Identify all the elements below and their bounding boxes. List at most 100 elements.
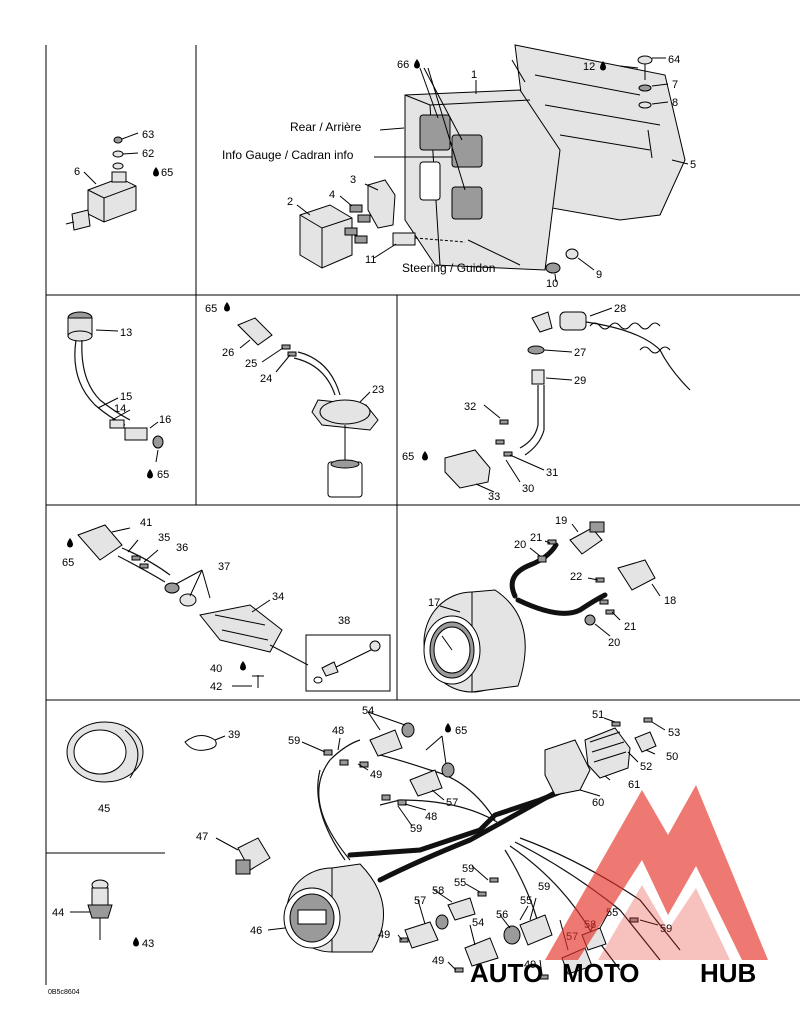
connector-58-55 [447, 877, 499, 921]
sealant-drop-icon [147, 469, 153, 479]
sensor-body-34 [199, 604, 283, 653]
module-61 [584, 727, 631, 779]
callout-59c: 59 [462, 863, 474, 875]
callout-19: 19 [555, 515, 567, 527]
callout-38: 38 [338, 615, 350, 627]
callout-8: 8 [672, 97, 678, 109]
callout-44: 44 [52, 907, 64, 919]
callout-21: 21 [530, 532, 542, 544]
module-2 [299, 204, 353, 269]
connector-3 [367, 179, 396, 229]
plug-11 [392, 232, 416, 246]
panel-sensor-34: 65 41 35 36 37 34 38 40 42 [62, 517, 391, 693]
callout-32: 32 [464, 401, 476, 413]
callout-28: 28 [614, 303, 626, 315]
callout-64: 64 [668, 54, 680, 66]
callout-51: 51 [592, 709, 604, 721]
diagram-code: 0B5c8604 [48, 989, 80, 996]
watermark-part-auto: AUTO [470, 958, 543, 988]
callout-30: 30 [522, 483, 534, 495]
connector-56 [503, 914, 553, 946]
callout-16: 16 [159, 414, 171, 426]
sealant-drop-icon [445, 723, 451, 733]
callout-39: 39 [228, 729, 240, 741]
callout-12: 12 [583, 61, 595, 73]
callout-5: 5 [690, 159, 696, 171]
callout-6: 6 [74, 166, 80, 178]
callout-52: 52 [640, 761, 652, 773]
panel-float-sensor-23: 65 26 25 24 23 [205, 302, 384, 498]
callout-17: 17 [428, 597, 440, 609]
terminals-24-25 [281, 344, 297, 357]
callout-20: 20 [514, 539, 526, 551]
callout-18: 18 [664, 595, 676, 607]
callout-65-harness: 65 [455, 725, 467, 737]
nut-9 [565, 248, 579, 260]
gauge-17-part [423, 589, 526, 693]
callout-61: 61 [628, 779, 640, 791]
callout-14: 14 [114, 403, 126, 415]
clip-39 [184, 735, 217, 751]
panel-gauge-cluster: Rear / Arrière Info Gauge / Cadran info … [222, 44, 696, 290]
callout-10: 10 [546, 278, 558, 290]
kit-38 [305, 634, 391, 692]
callout-15: 15 [120, 391, 132, 403]
callout-37: 37 [218, 561, 230, 573]
callout-40: 40 [210, 663, 222, 675]
callout-49: 49 [370, 769, 382, 781]
callout-48b: 48 [425, 811, 437, 823]
callout-59b: 59 [410, 823, 422, 835]
callout-55b: 55 [520, 895, 532, 907]
callout-54: 54 [362, 705, 374, 717]
cluster-housing-1 [404, 89, 561, 271]
connector-54-top [369, 722, 415, 757]
connector-60 [544, 739, 591, 796]
callout-66: 66 [397, 59, 409, 71]
callout-59: 59 [288, 735, 300, 747]
sealant-drop-icon [67, 538, 73, 548]
callout-49b: 49 [378, 929, 390, 941]
callout-21b: 21 [624, 621, 636, 633]
callout-33: 33 [488, 491, 500, 503]
callout-45: 45 [98, 803, 110, 815]
gauge-46-part [283, 863, 384, 953]
fasteners-12-64-7-8 [637, 55, 653, 159]
connector-19 [569, 521, 605, 555]
callout-11: 11 [365, 254, 376, 266]
connector-26 [237, 317, 273, 346]
callout-2: 2 [287, 196, 293, 208]
watermark-triangle-icon [545, 785, 768, 960]
callout-49c: 49 [432, 955, 444, 967]
callout-3: 3 [350, 174, 356, 186]
sensor-13-part [67, 311, 164, 449]
connector-33 [444, 449, 491, 489]
sensor-44 [87, 879, 113, 940]
watermark-wordmark: AUTO MOTO HUB [470, 958, 756, 988]
callout-53: 53 [668, 727, 680, 739]
panel-harness-46: 45 39 47 44 43 [52, 705, 681, 980]
sealant-drop-icon [422, 451, 428, 461]
connector-41 [77, 524, 123, 561]
float-body-23 [311, 399, 379, 498]
callout-41: 41 [140, 517, 152, 529]
callout-1: 1 [471, 69, 477, 81]
callout-60: 60 [592, 797, 604, 809]
label-rear: Rear / Arrière [290, 120, 362, 134]
sealant-drop-icon [153, 167, 159, 177]
callout-57b: 57 [414, 895, 426, 907]
callout-65b: 65 [157, 469, 169, 481]
watermark-part-moto: MOTO [562, 958, 640, 988]
panel-sensor-13: 13 15 14 16 65 [67, 311, 171, 481]
clips-4 [344, 204, 371, 244]
callout-24: 24 [260, 373, 272, 385]
callout-58: 58 [432, 885, 444, 897]
watermark-part-hub: HUB [700, 958, 756, 988]
connector-54-lower [464, 937, 499, 967]
callout-48: 48 [332, 725, 344, 737]
sealant-drop-icon [414, 59, 420, 69]
callout-29: 29 [574, 375, 586, 387]
callout-63: 63 [142, 129, 154, 141]
callout-36: 36 [176, 542, 188, 554]
callout-4: 4 [329, 189, 335, 201]
